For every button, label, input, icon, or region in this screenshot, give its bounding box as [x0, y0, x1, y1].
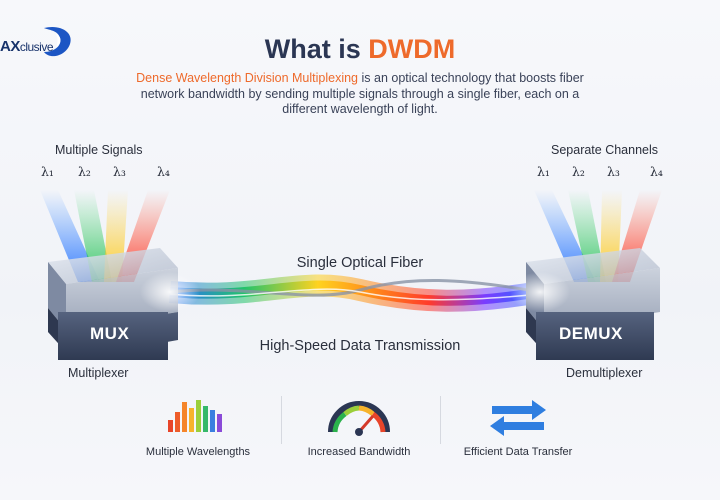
subtitle-highlight: Dense Wavelength Division Multiplexing [136, 71, 359, 85]
right-lambda-2: λ₂ [572, 164, 585, 179]
fiber-top-label: Single Optical Fiber [296, 255, 424, 271]
left-lambda-4: λ₄ [157, 164, 170, 179]
left-lambda-1: λ₁ [41, 164, 54, 179]
left-heading: Multiple Signals [55, 143, 143, 157]
page-title: What is DWDM [264, 34, 456, 64]
mux-box [48, 248, 200, 360]
left-lambda-3: λ₃ [113, 164, 126, 179]
logo-text: AXclusive [0, 38, 54, 55]
demux-label: DEMUX [559, 324, 623, 343]
page-subtitle: Dense Wavelength Division Multiplexing i… [120, 71, 600, 118]
feature-divider-1 [281, 396, 282, 444]
right-lambda-3: λ₃ [607, 164, 620, 179]
optical-fiber [169, 274, 542, 312]
logo-swoosh-icon [44, 26, 71, 57]
exchange-arrows-icon [490, 400, 546, 436]
right-heading: Separate Channels [551, 143, 659, 157]
feature-label-bandwidth: Increased Bandwidth [307, 446, 411, 458]
feature-label-wavelengths: Multiple Wavelengths [145, 446, 251, 458]
speedometer-icon [328, 401, 390, 436]
right-lambda-1: λ₁ [537, 164, 550, 179]
bar-spectrum-icon [168, 400, 222, 432]
mux-label: MUX [90, 324, 130, 343]
fiber-bottom-label: High-Speed Data Transmission [259, 338, 461, 354]
demux-caption: Demultiplexer [566, 366, 643, 380]
feature-divider-2 [440, 396, 441, 444]
left-lambda-2: λ₂ [78, 164, 91, 179]
right-lambda-4: λ₄ [650, 164, 663, 179]
subtitle-text: is an optical technology that boosts fib… [140, 71, 584, 116]
feature-label-transfer: Efficient Data Transfer [463, 446, 573, 458]
mux-caption: Multiplexer [68, 366, 129, 380]
demux-box [510, 248, 660, 360]
